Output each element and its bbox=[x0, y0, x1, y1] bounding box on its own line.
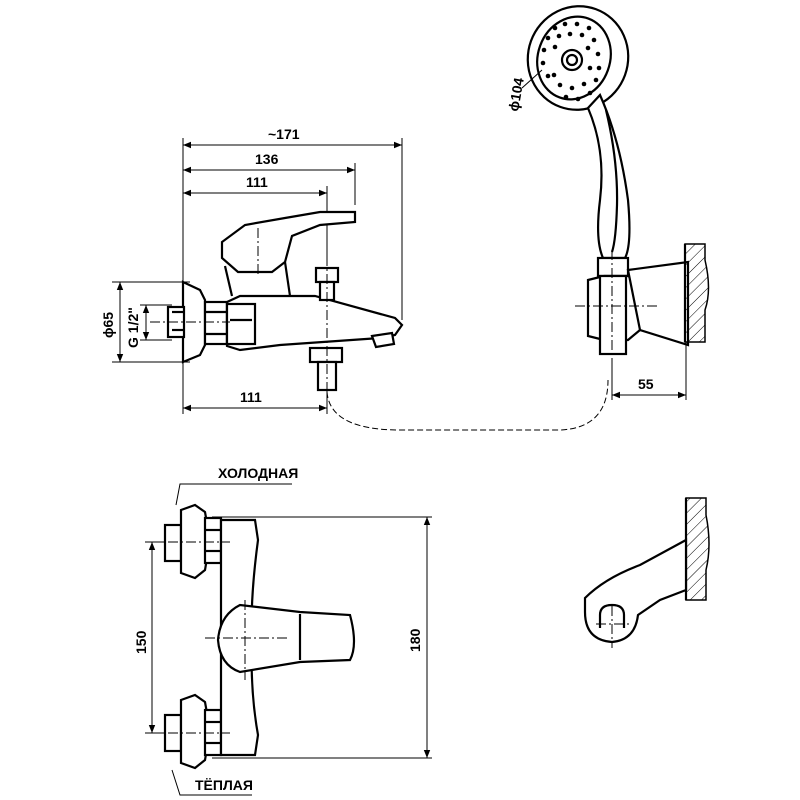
dimension-flange: ϕ65 G 1/2" bbox=[100, 281, 190, 363]
dimension-180: 180 bbox=[212, 516, 432, 759]
shower-hose bbox=[326, 379, 609, 431]
hand-shower: ϕ104 bbox=[505, 5, 631, 260]
dim-136-text: 136 bbox=[255, 151, 279, 167]
top-view: ХОЛОДНАЯ ТЁПЛАЯ 150 180 bbox=[133, 465, 432, 796]
faucet-side-body bbox=[150, 210, 404, 395]
dim-150-text: 150 bbox=[133, 630, 149, 654]
faucet-top-body bbox=[150, 518, 356, 757]
dimension-111-top: 111 bbox=[183, 174, 328, 262]
dimension-136: 136 bbox=[183, 151, 356, 205]
dim-flange-text: ϕ65 bbox=[100, 312, 116, 338]
cold-label: ХОЛОДНАЯ bbox=[218, 465, 298, 481]
warm-label: ТЁПЛАЯ bbox=[195, 777, 253, 793]
dimension-55: 55 bbox=[611, 342, 687, 400]
inlet-warm bbox=[163, 693, 223, 770]
dimension-overall: ~171 bbox=[182, 126, 403, 320]
spray-nozzles bbox=[540, 21, 602, 102]
dim-180-text: 180 bbox=[407, 628, 423, 652]
shower-holder-side bbox=[575, 243, 710, 395]
dim-55-text: 55 bbox=[638, 376, 654, 392]
dim-111-top-text: 111 bbox=[246, 174, 268, 190]
side-view: ~171 136 111 111 ϕ65 G 1/2" bbox=[100, 5, 710, 431]
shower-holder-top bbox=[583, 497, 710, 648]
dimension-111-bottom: 111 bbox=[182, 342, 328, 414]
dim-thread-text: G 1/2" bbox=[125, 307, 141, 348]
dim-shower-text: ϕ104 bbox=[505, 76, 527, 112]
dimension-150: 150 bbox=[133, 541, 185, 734]
dim-111-bottom-text: 111 bbox=[240, 389, 262, 405]
dim-overall-text: ~171 bbox=[268, 126, 300, 142]
